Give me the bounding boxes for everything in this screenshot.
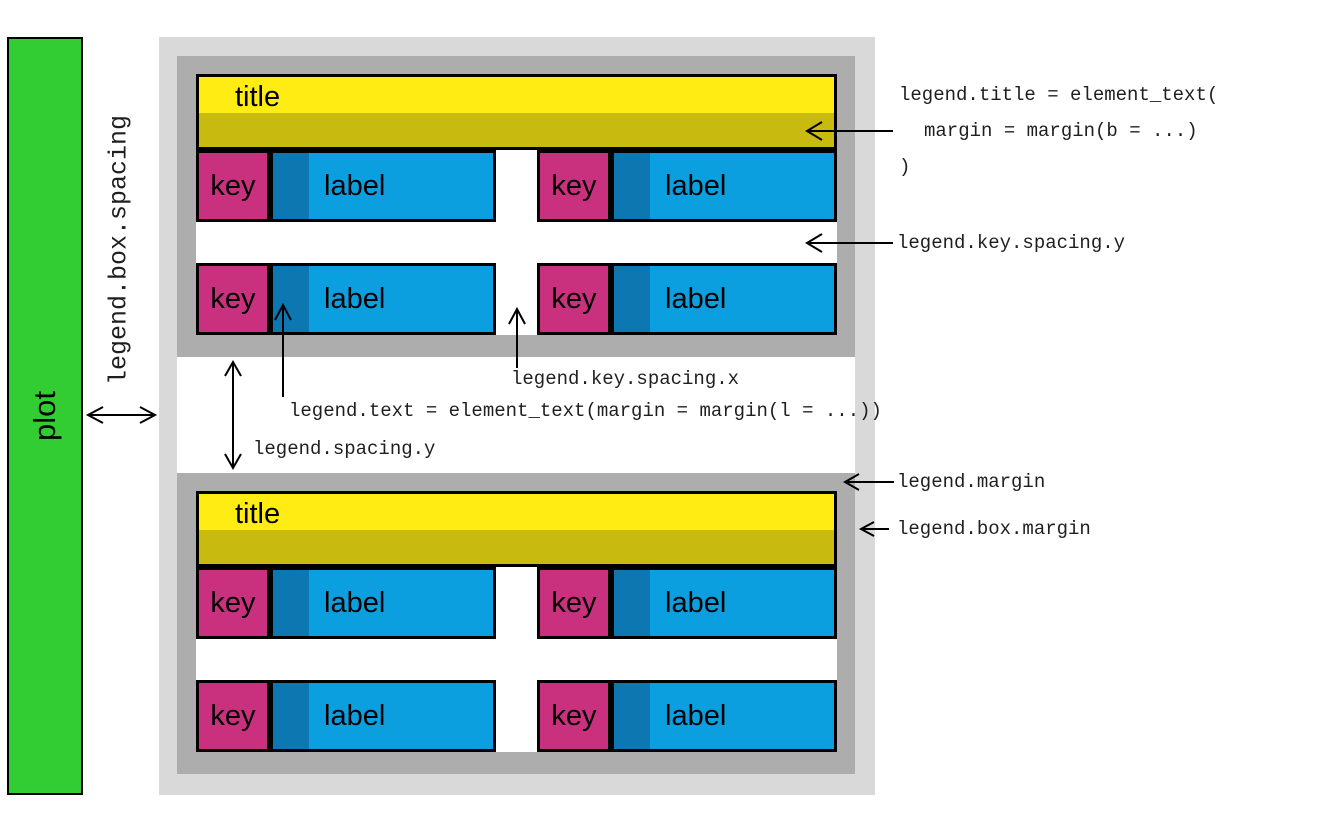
legend-key-swatch: key bbox=[537, 263, 611, 335]
label-text: label bbox=[324, 586, 386, 619]
legend-key-swatch: key bbox=[196, 567, 270, 639]
annotation-legend-key-spacing-x: legend.key.spacing.x bbox=[511, 368, 740, 390]
label-text: label bbox=[665, 169, 727, 202]
annotation-legend-title-line3: ) bbox=[899, 156, 911, 178]
legend-label-fill: label bbox=[650, 570, 834, 636]
key-label: key bbox=[210, 586, 256, 619]
plot-label: plot bbox=[27, 391, 62, 441]
legend-text-margin-strip bbox=[273, 683, 309, 749]
legend-text-margin-strip bbox=[273, 570, 309, 636]
key-spacing-x-gap bbox=[496, 150, 537, 222]
legend-text-margin-strip bbox=[614, 266, 650, 332]
legend-text-margin-strip bbox=[614, 683, 650, 749]
legend-label-fill: label bbox=[650, 266, 834, 332]
annotation-legend-box-margin: legend.box.margin bbox=[897, 518, 1091, 540]
legend-key-swatch: key bbox=[196, 263, 270, 335]
legend-label-box: label bbox=[270, 680, 496, 752]
legend-text-margin-strip bbox=[614, 153, 650, 219]
annotation-legend-margin: legend.margin bbox=[897, 471, 1046, 493]
label-text: label bbox=[665, 282, 727, 315]
key-label: key bbox=[210, 169, 256, 202]
legend-text-margin-strip bbox=[614, 570, 650, 636]
legend-label-box: label bbox=[611, 567, 837, 639]
label-text: label bbox=[324, 699, 386, 732]
legend-2-title-box: title bbox=[196, 491, 837, 567]
legend-2-keys-area: key label key label key bbox=[196, 567, 837, 752]
key-label: key bbox=[210, 699, 256, 732]
key-spacing-x-gap bbox=[496, 567, 537, 639]
label-text: label bbox=[324, 282, 386, 315]
legend-1-keys-area: key label key label key bbox=[196, 150, 837, 335]
legend-label-fill: label bbox=[650, 683, 834, 749]
legend-1: title key label key label bbox=[177, 56, 855, 357]
plot-panel: plot bbox=[7, 37, 83, 795]
legend-label-fill: label bbox=[309, 153, 493, 219]
legend-1-title-box: title bbox=[196, 74, 837, 150]
annotation-legend-box-spacing: legend.box.spacing bbox=[104, 114, 134, 386]
legend-key-swatch: key bbox=[537, 150, 611, 222]
legend-label-fill: label bbox=[309, 683, 493, 749]
legend-key-row: key label key label bbox=[196, 263, 837, 335]
annotation-legend-title-line2: margin = margin(b = ...) bbox=[924, 120, 1198, 142]
legend-label-box: label bbox=[270, 263, 496, 335]
key-spacing-y-gap bbox=[196, 222, 837, 263]
key-spacing-y-gap bbox=[196, 639, 837, 680]
legend-label-box: label bbox=[611, 680, 837, 752]
legend-2-title-margin-strip bbox=[199, 530, 834, 564]
legend-key-row: key label key label bbox=[196, 680, 837, 752]
legend-1-title-fill: title bbox=[199, 77, 834, 113]
legend-key-row: key label key label bbox=[196, 150, 837, 222]
legend-label-fill: label bbox=[650, 153, 834, 219]
legend-title-label: title bbox=[235, 498, 281, 530]
legend-key-swatch: key bbox=[537, 680, 611, 752]
key-label: key bbox=[210, 282, 256, 315]
label-text: label bbox=[665, 699, 727, 732]
label-text: label bbox=[665, 586, 727, 619]
legend-key-swatch: key bbox=[196, 680, 270, 752]
key-label: key bbox=[551, 169, 597, 202]
legend-label-fill: label bbox=[309, 570, 493, 636]
annotation-legend-spacing-y: legend.spacing.y bbox=[253, 438, 436, 460]
legend-box-area: title key label key label bbox=[159, 37, 875, 795]
legend-2-title-fill: title bbox=[199, 494, 834, 530]
key-spacing-x-gap bbox=[496, 263, 537, 335]
legend-key-swatch: key bbox=[537, 567, 611, 639]
legend-label-fill: label bbox=[309, 266, 493, 332]
key-spacing-x-gap bbox=[496, 680, 537, 752]
legend-label-box: label bbox=[270, 567, 496, 639]
legend-1-title-margin-strip bbox=[199, 113, 834, 147]
legend-key-row: key label key label bbox=[196, 567, 837, 639]
legend-title-label: title bbox=[235, 81, 281, 113]
annotation-legend-title-line1: legend.title = element_text( bbox=[899, 84, 1219, 106]
annotation-legend-text-margin: legend.text = element_text(margin = marg… bbox=[289, 400, 882, 422]
key-label: key bbox=[551, 586, 597, 619]
legend-text-margin-strip bbox=[273, 153, 309, 219]
legend-text-margin-strip bbox=[273, 266, 309, 332]
key-label: key bbox=[551, 699, 597, 732]
legend-key-swatch: key bbox=[196, 150, 270, 222]
legend-label-box: label bbox=[270, 150, 496, 222]
legend-label-box: label bbox=[611, 150, 837, 222]
arrow-legend-box-spacing bbox=[85, 406, 158, 424]
key-label: key bbox=[551, 282, 597, 315]
annotation-legend-key-spacing-y: legend.key.spacing.y bbox=[897, 232, 1126, 254]
label-text: label bbox=[324, 169, 386, 202]
legend-2: title key label key label bbox=[177, 473, 855, 774]
legend-label-box: label bbox=[611, 263, 837, 335]
